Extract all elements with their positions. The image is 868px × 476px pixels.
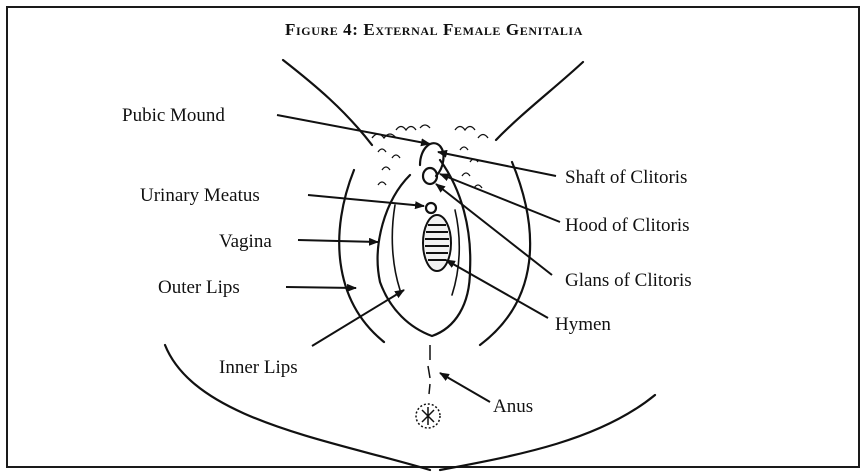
inner-lips-fold-left — [392, 205, 400, 290]
left-thigh-outline — [283, 60, 372, 145]
perineum-dashes — [428, 345, 430, 394]
label-inner-lips: Inner Lips — [219, 358, 298, 377]
label-urinary-meatus: Urinary Meatus — [140, 186, 260, 205]
anus — [416, 404, 440, 428]
shaft-of-clitoris-leader — [438, 152, 556, 176]
urinary-meatus-leader — [308, 195, 424, 206]
vaginal-opening — [423, 215, 451, 271]
pubic-hair — [372, 125, 488, 188]
label-anus: Anus — [493, 397, 533, 416]
label-outer-lips: Outer Lips — [158, 278, 240, 297]
inner-lips-fold-right — [452, 210, 459, 295]
outer-lips-leader — [286, 287, 356, 288]
inner-lips-leader — [312, 290, 404, 346]
label-hymen: Hymen — [555, 315, 611, 334]
right-thigh-outline — [496, 62, 583, 140]
right-buttock-outline — [440, 395, 655, 470]
glans-of-clitoris-leader — [436, 184, 552, 275]
label-hood-of-clitoris: Hood of Clitoris — [565, 216, 690, 235]
label-glans-of-clitoris: Glans of Clitoris — [565, 271, 692, 290]
vagina-leader — [298, 240, 378, 242]
label-pubic-mound: Pubic Mound — [122, 106, 225, 125]
label-shaft-of-clitoris: Shaft of Clitoris — [565, 168, 687, 187]
hood-of-clitoris-leader — [440, 174, 560, 222]
urinary-meatus — [426, 203, 436, 213]
anus-leader — [440, 373, 490, 402]
right-outer-lip-outline — [480, 162, 530, 345]
label-vagina: Vagina — [219, 232, 272, 251]
